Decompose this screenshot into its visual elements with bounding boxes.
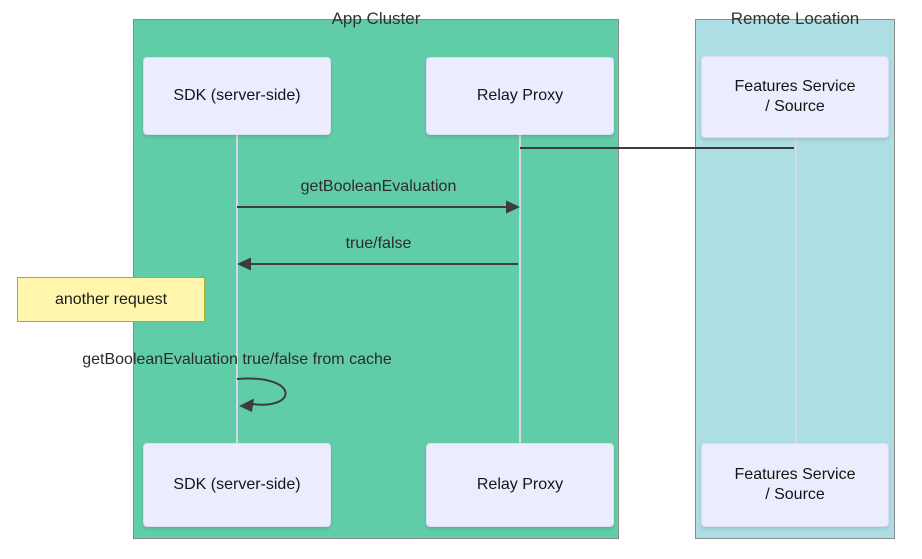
participant-features-service-top-line2: / Source [765,98,825,115]
participant-sdk-top: SDK (server-side) [143,57,331,135]
message-get-boolean-evaluation: getBooleanEvaluation [300,178,457,195]
get-boolean-evaluation-arrowhead [506,200,520,214]
message-cache-self-call: getBooleanEvaluation true/false from cac… [82,351,392,368]
note-another-request: another request [17,277,205,322]
participant-relay-proxy-top-label: Relay Proxy [476,87,564,104]
participant-features-service-bottom-line2: / Source [765,486,825,503]
participant-relay-proxy-top: Relay Proxy [426,57,614,135]
true-false-arrowhead [237,257,251,271]
cache-self-loop-arrowhead [239,398,254,412]
remote-location-title: Remote Location [730,9,860,28]
message-true-false: true/false [345,235,412,252]
participant-sdk-top-label: SDK (server-side) [173,87,301,104]
cache-self-loop-line [236,377,287,406]
note-another-request-text: another request [54,290,168,308]
participant-sdk-bottom-label: SDK (server-side) [173,476,301,493]
participant-relay-proxy-bottom: Relay Proxy [426,443,614,527]
participant-features-service-top-line1: Features Service [734,78,856,95]
participant-sdk-bottom: SDK (server-side) [143,443,331,527]
participant-features-service-bottom-line1: Features Service [734,466,856,483]
participant-features-service-bottom: Features Service / Source [701,443,889,527]
participant-relay-proxy-bottom-label: Relay Proxy [476,476,564,493]
app-cluster-title: App Cluster [331,9,421,28]
participant-features-service-top: Features Service / Source [701,56,889,138]
